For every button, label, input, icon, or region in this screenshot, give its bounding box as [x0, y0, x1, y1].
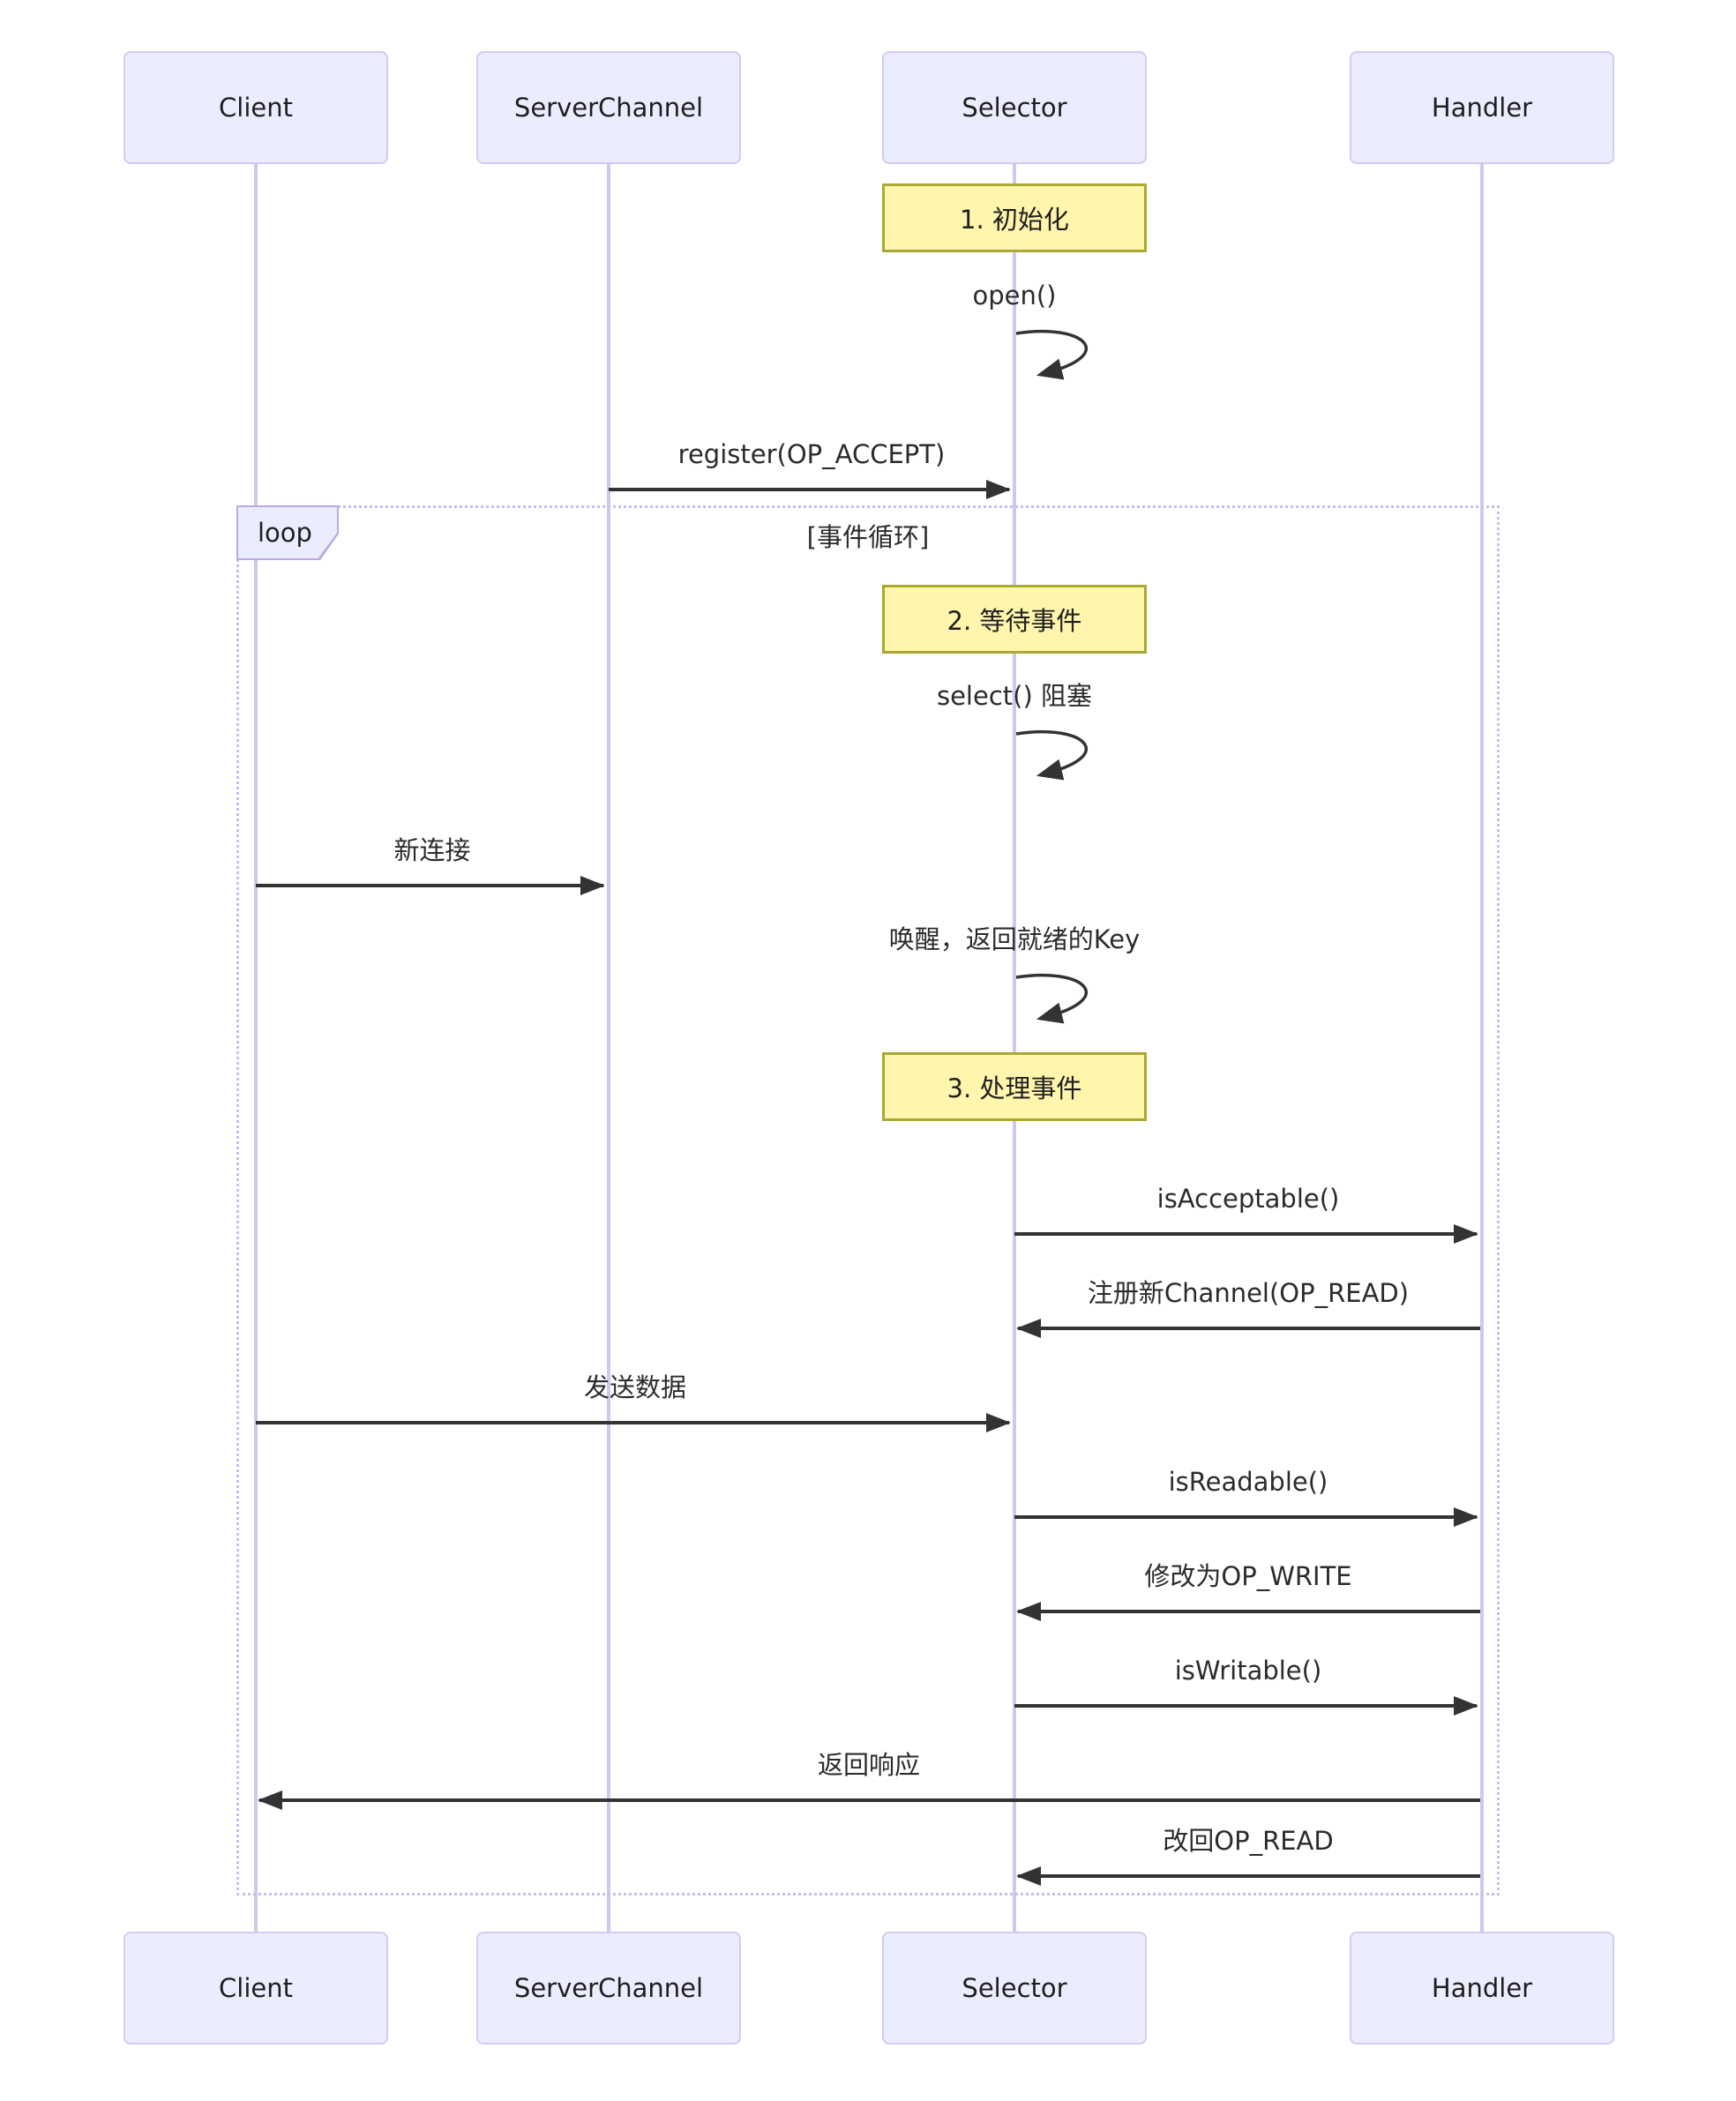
participant-label: Selector	[962, 93, 1067, 123]
participant-selector-bottom: Selector	[882, 1932, 1147, 2045]
message-isreadable-arrow	[1014, 1507, 1478, 1527]
participant-label: Handler	[1431, 1973, 1533, 2003]
message-iswritable-label: isWritable()	[1174, 1656, 1322, 1686]
loop-frame	[236, 505, 1500, 1895]
participant-label: ServerChannel	[513, 1973, 704, 2003]
loop-label-tag: loop	[236, 505, 339, 560]
message-register-label: register(OP_ACCEPT)	[677, 439, 946, 469]
participant-client-bottom: Client	[123, 1932, 388, 2045]
participant-label: Handler	[1431, 93, 1533, 123]
message-change-op-read-arrow	[1016, 1866, 1480, 1886]
loop-label: loop	[238, 507, 337, 558]
participant-handler-top: Handler	[1350, 51, 1614, 164]
note-init: 1. 初始化	[882, 183, 1147, 252]
participant-serverchannel-bottom: ServerChannel	[476, 1932, 741, 2045]
message-open-label: open()	[972, 280, 1057, 310]
participant-selector-top: Selector	[882, 51, 1147, 164]
participant-label: Selector	[962, 1973, 1067, 2003]
message-new-connection-arrow	[256, 876, 605, 895]
participant-label: Client	[219, 93, 293, 123]
message-register-new-channel-label: 注册新Channel(OP_READ)	[1087, 1278, 1410, 1308]
self-loop-arrow	[1015, 329, 1089, 380]
message-register-new-channel-arrow	[1016, 1319, 1480, 1338]
participant-client-top: Client	[123, 51, 388, 164]
note-text: 2. 等待事件	[947, 606, 1082, 636]
self-loop-arrow	[1015, 973, 1089, 1024]
lifeline-serverchannel	[607, 164, 610, 1933]
message-change-op-write-label: 修改为OP_WRITE	[1144, 1561, 1352, 1591]
message-isreadable-label: isReadable()	[1168, 1467, 1328, 1497]
message-register-arrow	[609, 480, 1011, 499]
lifeline-selector	[1013, 164, 1016, 1933]
message-select-block-label: select() 阻塞	[936, 681, 1092, 711]
message-change-op-write-arrow	[1016, 1602, 1480, 1621]
note-wait: 2. 等待事件	[882, 585, 1147, 654]
participant-label: Client	[219, 1973, 293, 2003]
message-send-data-arrow	[256, 1413, 1011, 1432]
lifeline-handler	[1480, 164, 1484, 1933]
message-return-response-arrow	[258, 1791, 1480, 1810]
message-send-data-label: 发送数据	[583, 1372, 686, 1402]
message-new-connection-label: 新连接	[393, 835, 471, 865]
participant-handler-bottom: Handler	[1350, 1932, 1614, 2045]
message-isacceptable-arrow	[1014, 1224, 1478, 1244]
note-text: 3. 处理事件	[947, 1073, 1082, 1103]
loop-condition: [事件循环]	[806, 522, 930, 552]
participant-serverchannel-top: ServerChannel	[476, 51, 741, 164]
message-isacceptable-label: isAcceptable()	[1156, 1184, 1340, 1214]
self-loop-arrow	[1015, 729, 1089, 781]
participant-label: ServerChannel	[513, 93, 704, 123]
message-wakeup-label: 唤醒，返回就绪的Key	[888, 924, 1141, 954]
message-return-response-label: 返回响应	[817, 1750, 920, 1780]
lifeline-client	[254, 164, 258, 1933]
note-text: 1. 初始化	[960, 205, 1069, 235]
note-process: 3. 处理事件	[882, 1052, 1147, 1121]
message-change-op-read-label: 改回OP_READ	[1163, 1826, 1334, 1856]
message-iswritable-arrow	[1014, 1696, 1478, 1716]
